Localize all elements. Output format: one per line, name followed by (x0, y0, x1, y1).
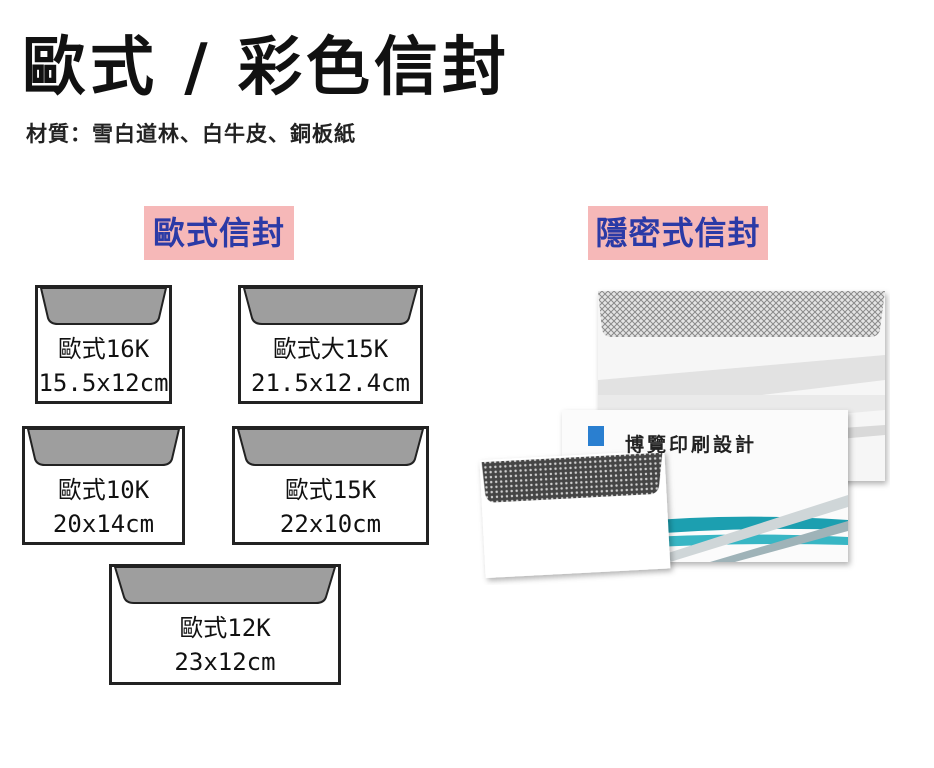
brand-name: 博覽印刷設計 (625, 434, 758, 456)
envelope-euro-15k[interactable]: 歐式15K 22x10cm (232, 426, 429, 545)
envelope-euro-10k[interactable]: 歐式10K 20x14cm (22, 426, 185, 545)
envelope-size: 23x12cm (174, 648, 276, 676)
envelope-name: 歐式15K (284, 476, 377, 504)
envelope-size: 22x10cm (279, 510, 382, 538)
page-title: 歐式 / 彩色信封 (22, 31, 510, 105)
material-subtitle: 材質：雪白道林、白牛皮、銅板紙 (26, 122, 356, 146)
envelope-name: 歐式12K (179, 614, 271, 642)
envelope-name: 歐式大15K (272, 335, 389, 363)
envelope-flap-icon (113, 567, 337, 604)
envelope-name: 歐式10K (57, 476, 150, 504)
envelope-size: 15.5x12cm (38, 369, 169, 397)
envelope-size: 21.5x12.4cm (251, 369, 410, 397)
envelope-name: 歐式16K (57, 335, 150, 363)
logo-icon (588, 426, 604, 446)
envelope-euro-16k[interactable]: 歐式16K 15.5x12cm (35, 285, 172, 404)
envelope-flap-icon (236, 429, 425, 466)
envelope-size: 20x14cm (52, 510, 155, 538)
envelope-euro-large-15k[interactable]: 歐式大15K 21.5x12.4cm (238, 285, 423, 404)
envelope-flap-icon (26, 429, 181, 466)
concealed-envelope-photo (479, 291, 885, 579)
section-label-concealed: 隱密式信封 (588, 206, 768, 260)
section-label-euro: 歐式信封 (144, 206, 294, 260)
envelope-flap-icon (39, 288, 168, 325)
envelope-flap-icon (242, 288, 419, 325)
envelope-euro-12k[interactable]: 歐式12K 23x12cm (109, 564, 341, 685)
